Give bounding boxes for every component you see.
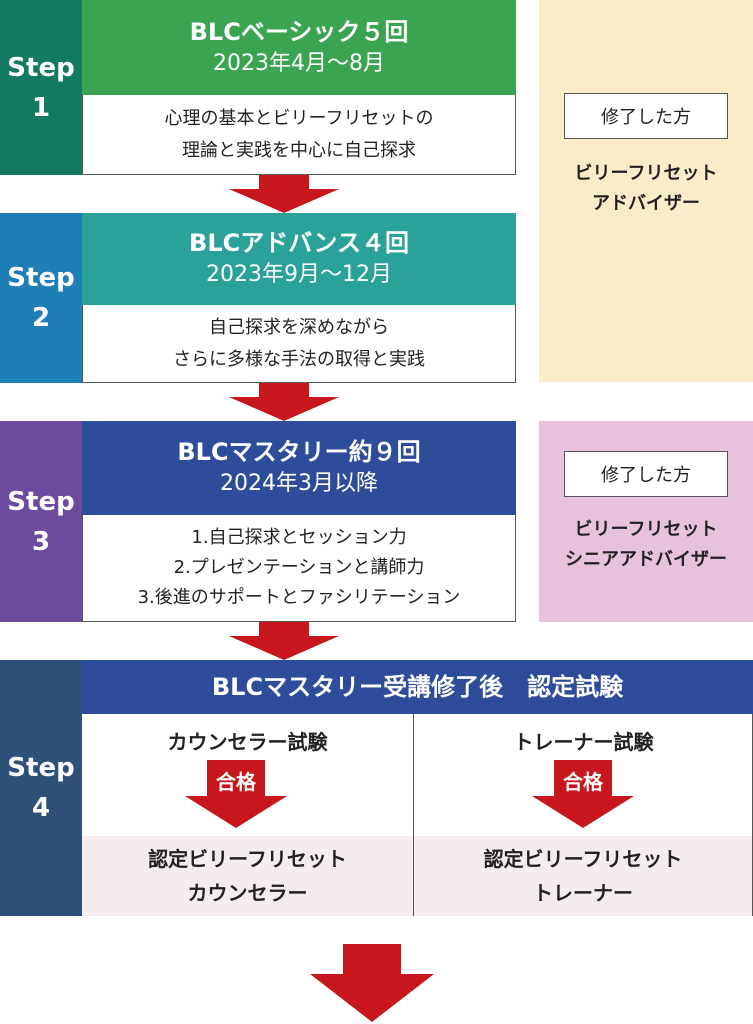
counselor-result-line-2: カウンセラー [187,881,308,905]
counselor-pass-label: 合格 [216,769,256,794]
step3-label-number: 3 [31,526,51,557]
trainer-result-line-1: 認定ビリーフリセット [483,847,683,871]
step1-body: 心理の基本とビリーフリセットの 理論と実践を中心に自己探求 [82,95,516,175]
advisor-completed-box: 修了した方 [564,93,728,139]
step1-label: Step 1 [0,0,82,175]
trainer-pass-label: 合格 [563,769,603,794]
senior-completed-box: 修了した方 [564,451,728,497]
step3-title: BLCマスタリー約９回 [177,438,421,466]
step1-dates: 2023年4月～8月 [213,50,385,76]
step4-label-word: Step [7,753,75,783]
step4-title: BLCマスタリー受講修了後 認定試験 [211,673,624,701]
advisor-completed-label: 修了した方 [601,107,691,128]
step3-dates: 2024年3月以降 [220,471,378,496]
step4-divider [413,714,414,916]
counselor-result: 認定ビリーフリセット カウンセラー [82,836,413,916]
advisor-title-line-2: アドバイザー [592,193,700,214]
step3-label: Step 3 [0,421,82,622]
step4-header: BLCマスタリー受講修了後 認定試験 [82,660,753,714]
step1-label-number: 1 [31,92,51,123]
advisor-title-line-1: ビリーフリセット [574,163,718,184]
step1-label-word: Step [7,52,75,83]
step4-label-number: 4 [31,793,51,823]
counselor-exam-label: カウンセラー試験 [167,730,328,754]
step4-label: Step 4 [0,660,82,916]
counselor-result-line-1: 認定ビリーフリセット [148,847,347,871]
step2-label-word: Step [7,263,75,293]
step1-header: BLCベーシック５回 2023年4月～8月 [82,0,516,95]
senior-title-line-2: シニアアドバイザー [565,549,727,570]
senior-completed-label: 修了した方 [601,465,691,486]
advisor-panel: 修了した方 ビリーフリセット アドバイザー [539,0,753,382]
down-arrow-icon [229,383,339,421]
step2-line-1: 自己探求を深めながら [209,316,389,338]
trainer-result-line-2: トレーナー [533,881,633,905]
step1-line-1: 心理の基本とビリーフリセットの [164,107,434,129]
step3-body: 1.自己探求とセッション力 2.プレゼンテーションと講師力 3.後進のサポートと… [82,515,516,622]
down-arrow-icon [229,622,339,660]
pass-arrow-icon [185,760,287,828]
pass-arrow-icon [532,760,634,828]
down-arrow-icon [229,175,339,213]
step3-line-2: 2.プレゼンテーションと講師力 [173,557,425,578]
step2-label-number: 2 [31,303,51,333]
step2-dates: 2023年9月～12月 [206,262,392,287]
step2-header: BLCアドバンス４回 2023年9月～12月 [82,213,516,305]
step1-line-2: 理論と実践を中心に自己探求 [182,139,416,161]
step2-label: Step 2 [0,213,82,383]
trainer-exam-label: トレーナー試験 [513,730,654,754]
step2-title: BLCアドバンス４回 [189,229,409,257]
down-arrow-icon [310,944,434,1022]
step2-body: 自己探求を深めながら さらに多様な手法の取得と実践 [82,305,516,383]
senior-advisor-panel: 修了した方 ビリーフリセット シニアアドバイザー [539,421,753,622]
senior-title-line-1: ビリーフリセット [574,519,718,540]
step2-line-2: さらに多様な手法の取得と実践 [173,348,425,370]
step3-line-1: 1.自己探求とセッション力 [191,527,407,548]
step1-title: BLCベーシック５回 [189,17,409,46]
step3-line-3: 3.後進のサポートとファシリテーション [137,587,461,608]
trainer-result: 認定ビリーフリセット トレーナー [414,836,752,916]
step3-label-word: Step [7,486,75,517]
step3-header: BLCマスタリー約９回 2024年3月以降 [82,421,516,515]
